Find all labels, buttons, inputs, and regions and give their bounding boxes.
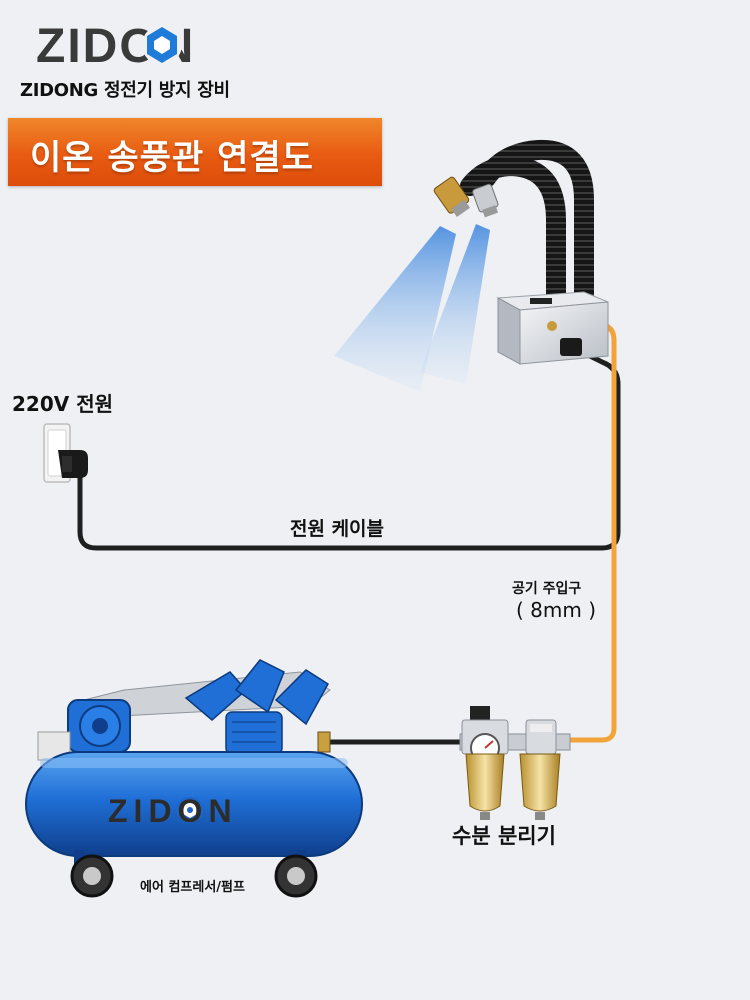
- compressor-brand-text: ZIDON: [108, 793, 238, 829]
- power-cable-label: 전원 케이블: [290, 518, 385, 540]
- brand-logo: ZIDON: [36, 18, 250, 70]
- ion-blower-icon: [433, 139, 609, 365]
- air-compressor-label: 에어 컴프레서/펌프: [140, 880, 245, 895]
- title-banner: 이온 송풍관 연결도: [8, 118, 382, 186]
- filter-separator-icon: [459, 706, 571, 820]
- ion-beam-right: [420, 224, 490, 384]
- logo-gear-icon: [177, 797, 203, 823]
- logo-gear-icon: [142, 25, 182, 65]
- power-source-label: 220V 전원: [12, 392, 113, 416]
- air-inlet-size-label: ( 8mm ): [516, 598, 597, 622]
- wall-socket-icon: [43, 423, 88, 483]
- ion-beam-left: [334, 226, 456, 392]
- water-separator-label: 수분 분리기: [452, 824, 556, 848]
- air-compressor-icon: [25, 659, 363, 898]
- header-subtitle: ZIDONG 정전기 방지 장비: [20, 80, 230, 101]
- ion-air-beams: [334, 224, 490, 392]
- air-hose: [563, 321, 617, 743]
- page-title: 이온 송풍관 연결도: [30, 138, 314, 178]
- air-inlet-label: 공기 주입구: [512, 581, 582, 597]
